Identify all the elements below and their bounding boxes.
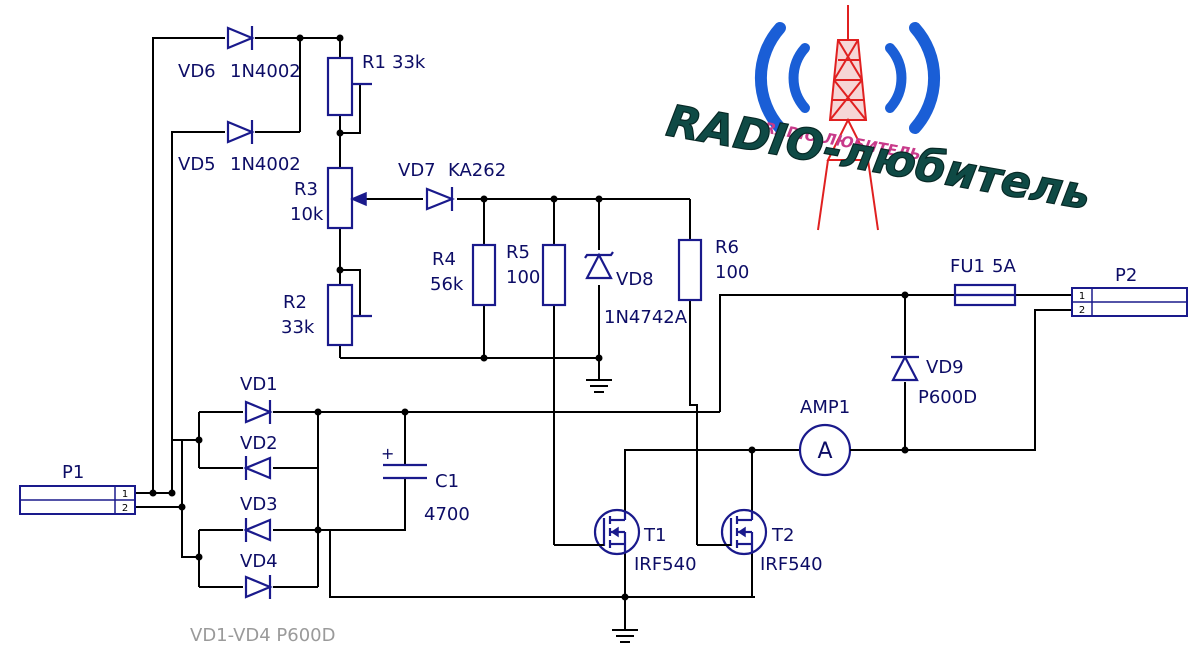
p2-pin1: 1 — [1079, 291, 1085, 302]
resistor-r6 — [677, 238, 703, 302]
t2-ref: T2 — [771, 525, 794, 546]
r1-ref: R1 — [362, 52, 386, 73]
vd3-ref: VD3 — [240, 494, 278, 515]
r3-value: 10k — [290, 204, 324, 225]
r6-ref: R6 — [715, 237, 739, 258]
r4-ref: R4 — [432, 249, 456, 270]
vd6-value: 1N4002 — [230, 61, 301, 82]
ground-symbol-control — [586, 379, 612, 393]
vd5-value: 1N4002 — [230, 154, 301, 175]
r5-ref: R5 — [506, 242, 530, 263]
t2-value: IRF540 — [760, 554, 823, 575]
resistor-r4 — [471, 243, 497, 307]
bridge-note: VD1-VD4 P600D — [190, 625, 336, 646]
diode-vd6 — [226, 26, 255, 50]
r5-value: 100 — [506, 267, 540, 288]
vd7-ref: VD7 — [398, 160, 436, 181]
fuse-fu1 — [953, 283, 1017, 307]
mosfet-t1 — [554, 508, 641, 556]
vd9-value: P600D — [918, 387, 977, 408]
vd7-value: KA262 — [448, 160, 506, 181]
capacitor-c1: + — [381, 444, 427, 480]
fu1-ref: FU1 — [950, 256, 985, 277]
t1-ref: T1 — [643, 525, 666, 546]
mosfet-t2 — [697, 508, 768, 556]
p1-pin1: 1 — [122, 489, 128, 500]
junction-dots — [149, 34, 909, 601]
diode-vd9 — [891, 354, 919, 382]
diode-vd4 — [244, 575, 273, 599]
resistor-r5 — [541, 243, 567, 307]
diode-vd1 — [244, 400, 273, 424]
c1-value: 4700 — [424, 504, 470, 525]
radio-tower-icon — [817, 5, 879, 231]
radio-waves-icon — [754, 22, 941, 134]
r1-value: 33k — [392, 52, 426, 73]
fu1-value: 5A — [992, 256, 1016, 277]
r6-value: 100 — [715, 262, 749, 283]
vd2-ref: VD2 — [240, 433, 278, 454]
connector-p2: 1 2 — [1071, 287, 1188, 317]
vd1-ref: VD1 — [240, 374, 278, 395]
r2-value: 33k — [281, 317, 315, 338]
diode-vd7 — [425, 187, 455, 211]
p2-ref: P2 — [1115, 265, 1137, 286]
t1-value: IRF540 — [634, 554, 697, 575]
r3-ref: R3 — [294, 179, 318, 200]
vd4-ref: VD4 — [240, 551, 278, 572]
resistor-r3 — [326, 166, 367, 230]
diode-vd3 — [243, 518, 272, 542]
resistor-r1 — [326, 56, 372, 117]
vd5-ref: VD5 — [178, 154, 216, 175]
zener-vd8 — [584, 251, 614, 280]
wires — [135, 37, 1072, 630]
c1-ref: C1 — [435, 471, 459, 492]
connector-p1: 1 2 — [19, 485, 136, 515]
radio-lyubitel-logo: RADIO-ЛЮБИТЕЛЬ RADIO-любитель — [662, 5, 1095, 231]
resistor-r2 — [326, 283, 372, 347]
ammeter-amp1: A — [795, 423, 875, 477]
diode-vd2 — [243, 456, 272, 480]
diode-vd5 — [226, 120, 255, 144]
r2-ref: R2 — [283, 292, 307, 313]
c1-polarity: + — [381, 444, 394, 463]
ground-symbol-power — [612, 629, 638, 643]
logo-main-text: RADIO-любитель — [663, 96, 1095, 221]
p1-pin2: 2 — [122, 503, 128, 514]
amp1-ref: AMP1 — [800, 397, 850, 418]
p2-pin2: 2 — [1079, 305, 1085, 316]
vd6-ref: VD6 — [178, 61, 216, 82]
r4-value: 56k — [430, 274, 464, 295]
vd9-ref: VD9 — [926, 357, 964, 378]
labels: VD6 1N4002 VD5 1N4002 R1 33k R3 10k R2 3… — [62, 52, 1137, 646]
vd8-value: 1N4742A — [604, 307, 688, 328]
vd8-ref: VD8 — [616, 269, 654, 290]
p1-ref: P1 — [62, 462, 84, 483]
ammeter-symbol: A — [817, 439, 832, 464]
